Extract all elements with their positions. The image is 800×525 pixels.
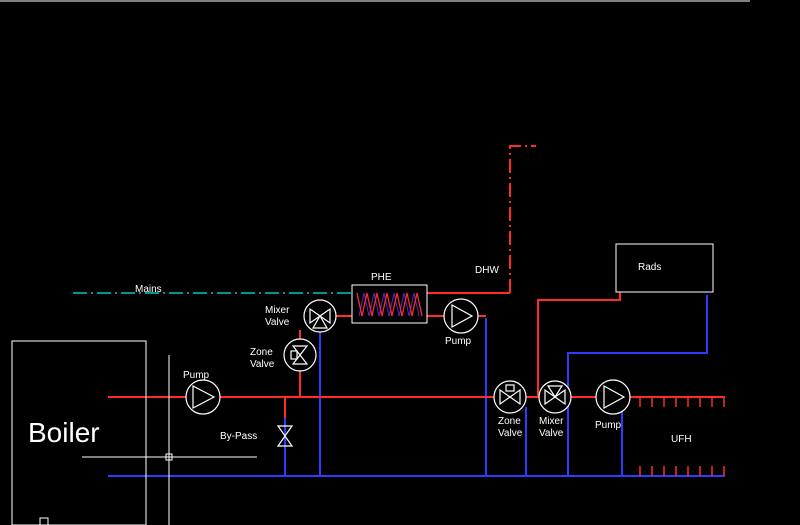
ufh-manifold (639, 397, 725, 407)
phe-label: PHE (371, 272, 392, 283)
zone-valve-top-label-1: Zone (250, 347, 273, 358)
zone-valve-ufh-label-2: Valve (498, 428, 523, 439)
zone-valve-ufh-label-1: Zone (498, 416, 521, 427)
ufh-return-manifold (639, 466, 725, 476)
mixer-valve-top-label-1: Mixer (265, 305, 290, 316)
mixer-valve-ufh-icon (538, 380, 572, 414)
mixer-valve-ufh-label-1: Mixer (539, 416, 564, 427)
phe-coil-blue (358, 292, 420, 317)
boiler-foot (39, 517, 49, 525)
boiler-label: Boiler (28, 417, 100, 448)
dhw-label: DHW (475, 265, 499, 276)
pump-boiler-icon (185, 379, 221, 415)
mixer-valve-top-label-2: Valve (265, 317, 290, 328)
pump-ufh-label: Pump (595, 420, 622, 431)
phe-coil-red (356, 292, 423, 317)
bypass-label: By-Pass (220, 431, 257, 442)
pump-dhw-icon (443, 298, 479, 334)
zone-valve-top-icon (283, 338, 317, 372)
zone-valve-ufh-icon (493, 380, 527, 414)
ufh-label: UFH (671, 434, 692, 445)
mains-label: Mains (135, 284, 162, 295)
pump-ufh-icon (595, 379, 631, 415)
boiler-box (11, 340, 147, 525)
rads-box (615, 243, 714, 293)
rads-label: Rads (638, 262, 661, 273)
mixer-valve-ufh-label-2: Valve (539, 428, 564, 439)
pump-boiler-label: Pump (183, 370, 210, 381)
bypass-valve-icon (276, 425, 294, 447)
pump-dhw-label: Pump (445, 336, 472, 347)
zone-valve-top-label-2: Valve (250, 359, 275, 370)
mixer-valve-top-icon (303, 299, 337, 333)
crosshair-cursor (82, 355, 257, 525)
